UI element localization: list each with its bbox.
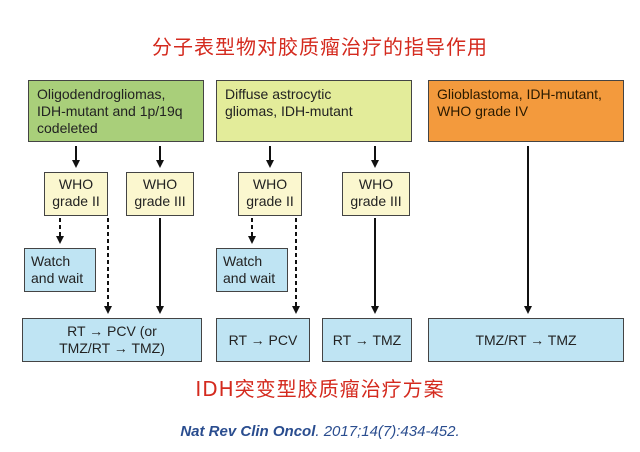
citation-journal: Nat Rev Clin Oncol	[180, 423, 316, 440]
oligo-grade3-box: WHO grade III	[126, 172, 194, 216]
astro-watch-box: Watch and wait	[216, 248, 288, 292]
citation-details: . 2017;14(7):434-452.	[315, 423, 460, 440]
astro-grade2-treatment-box: RT → PCV	[216, 318, 310, 362]
gbm-header-box: Glioblastoma, IDH-mutant, WHO grade IV	[428, 80, 624, 142]
oligo-treatment-box: RT → PCV (or TMZ/RT → TMZ)	[22, 318, 202, 362]
oligo-watch-box: Watch and wait	[24, 248, 96, 292]
diagram-title: 分子表型物对胶质瘤治疗的指导作用	[152, 35, 488, 59]
gbm-treatment-box: TMZ/RT → TMZ	[428, 318, 624, 362]
oligo-grade2-box: WHO grade II	[44, 172, 108, 216]
astro-grade3-treatment-box: RT → TMZ	[322, 318, 412, 362]
diagram-subtitle: IDH突变型胶质瘤治疗方案	[195, 377, 445, 401]
astro-header-box: Diffuse astrocytic gliomas, IDH-mutant	[216, 80, 412, 142]
astro-grade3-box: WHO grade III	[342, 172, 410, 216]
astro-grade2-box: WHO grade II	[238, 172, 302, 216]
citation: Nat Rev Clin Oncol. 2017;14(7):434-452.	[0, 423, 640, 440]
oligo-header-box: Oligodendrogliomas, IDH-mutant and 1p/19…	[28, 80, 204, 142]
